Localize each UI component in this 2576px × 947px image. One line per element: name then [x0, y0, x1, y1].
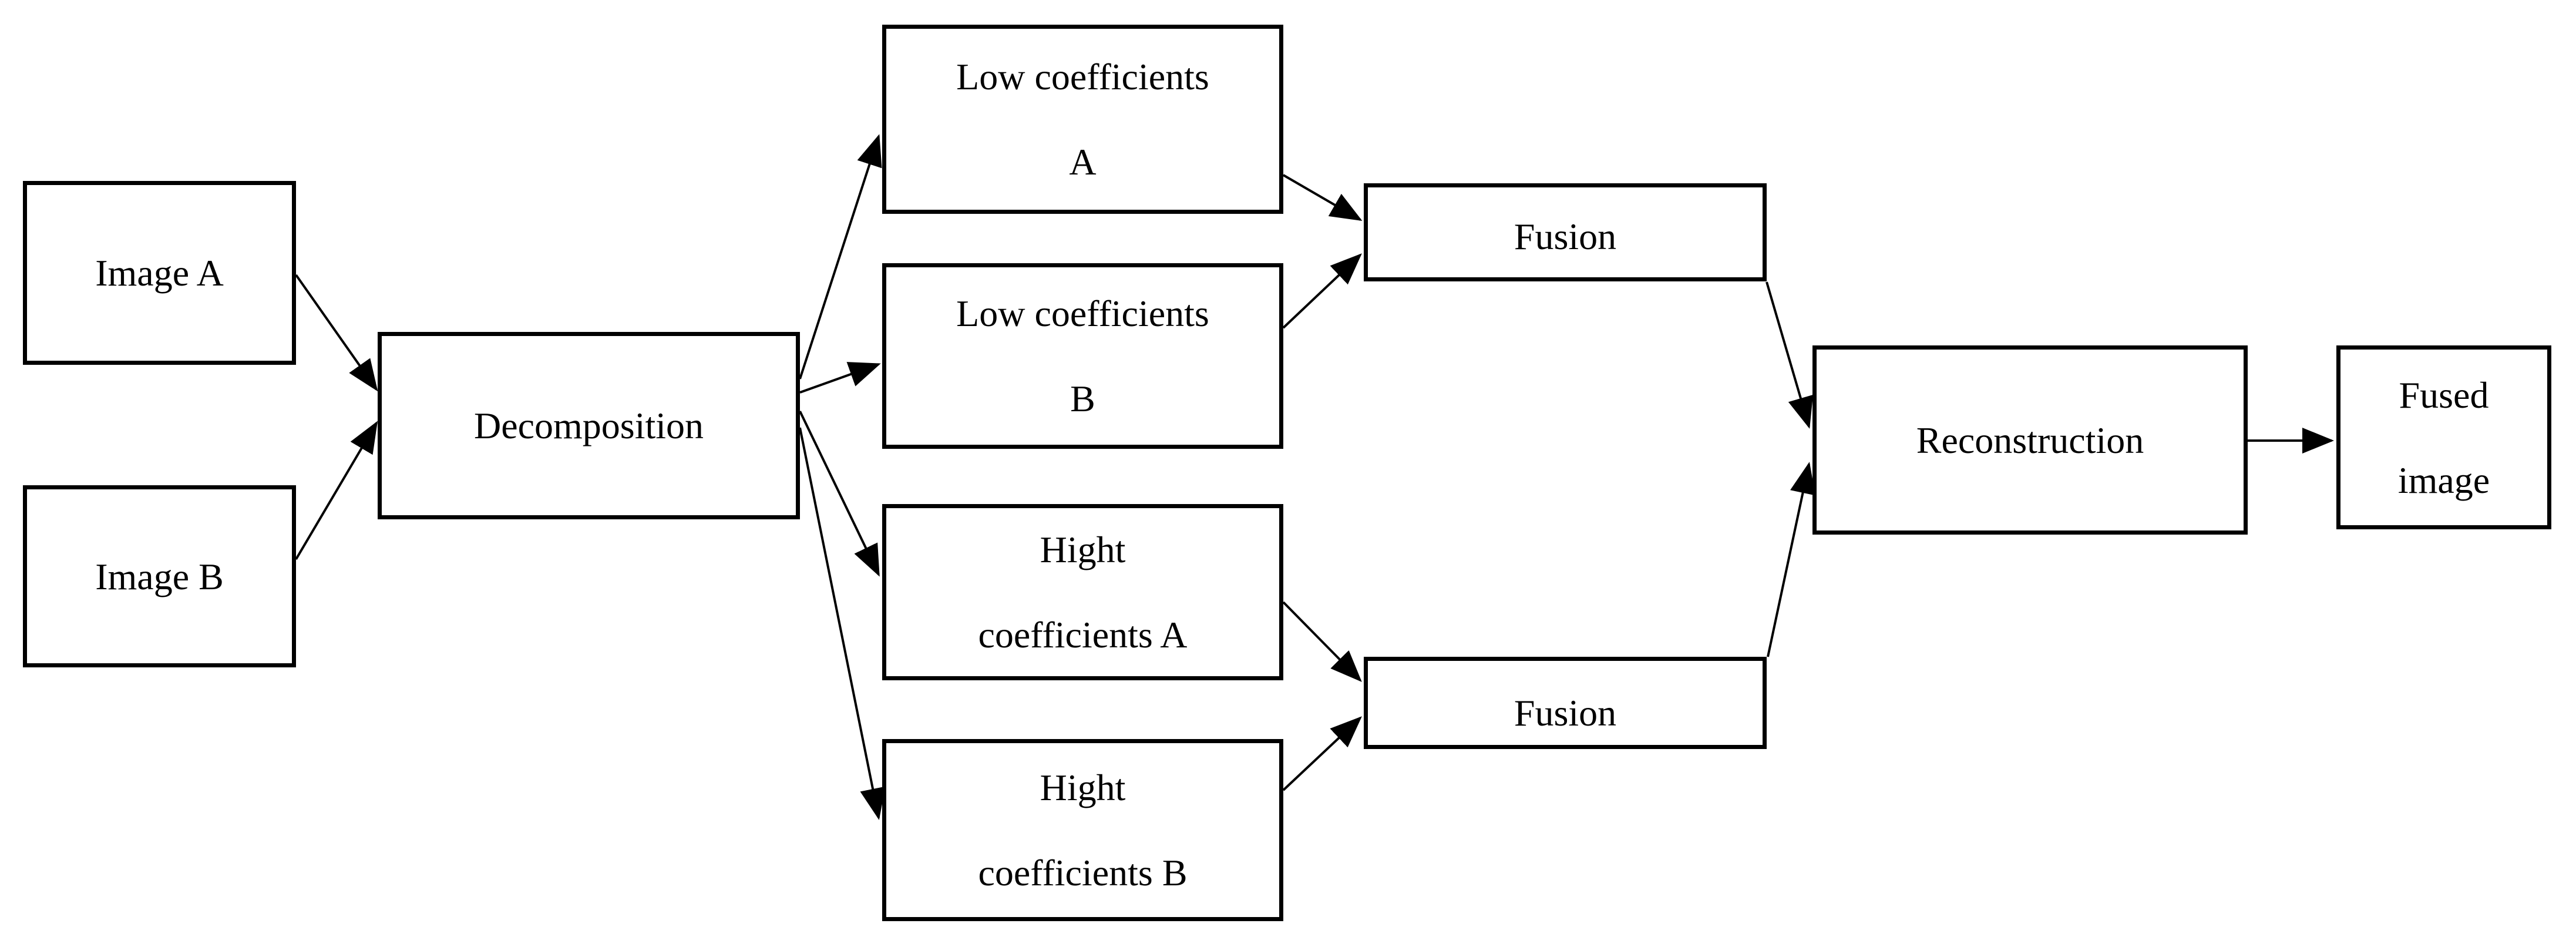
edge-hight-a-fusion-bottom: [1282, 601, 1362, 682]
node-hight-coefficients-b-line2: coefficients B: [978, 852, 1188, 894]
node-image-a-label: Image A: [95, 252, 224, 294]
node-fusion-bottom-label: Fusion: [1514, 692, 1617, 734]
edge-fusion-top-reconstruction: [1765, 281, 1814, 429]
edge-image-a-decomposition: [295, 274, 378, 392]
node-hight-coefficients-b: Hight coefficients B: [882, 739, 1283, 921]
node-fusion-top: Fusion: [1364, 183, 1767, 281]
edge-fusion-bottom-reconstruction: [1767, 462, 1816, 657]
edge-decomposition-hight-b: [799, 427, 886, 820]
node-hight-coefficients-a-line1: Hight: [1040, 529, 1126, 570]
edge-image-b-decomposition: [295, 421, 378, 560]
edge-decomposition-hight-a: [799, 411, 880, 577]
node-fused-image-line2: image: [2397, 459, 2490, 501]
node-fused-image: Fused image: [2336, 345, 2551, 529]
node-image-b-label: Image B: [95, 555, 224, 597]
edge-decomposition-low-a: [799, 134, 882, 380]
node-decomposition: Decomposition: [378, 332, 800, 519]
node-reconstruction-label: Reconstruction: [1916, 419, 2144, 461]
node-fused-image-line1: Fused: [2399, 374, 2489, 416]
edge-low-b-fusion-top: [1282, 253, 1362, 329]
node-hight-coefficients-a-line2: coefficients A: [978, 614, 1188, 656]
node-low-coefficients-b-line1: Low coefficients: [956, 293, 1209, 334]
node-hight-coefficients-b-line1: Hight: [1040, 767, 1126, 808]
node-hight-coefficients-a: Hight coefficients A: [882, 504, 1283, 680]
node-image-b: Image B: [23, 485, 296, 667]
edge-decomposition-low-b: [799, 362, 881, 394]
node-reconstruction: Reconstruction: [1812, 345, 2248, 535]
node-fusion-top-label: Fusion: [1514, 216, 1617, 257]
node-low-coefficients-a-line1: Low coefficients: [956, 56, 1209, 98]
node-low-coefficients-b-line2: B: [1070, 378, 1095, 419]
node-low-coefficients-a: Low coefficients A: [882, 25, 1283, 214]
node-fusion-bottom: Fusion: [1364, 657, 1767, 749]
node-image-a: Image A: [23, 181, 296, 365]
node-decomposition-label: Decomposition: [473, 405, 704, 446]
edge-hight-b-fusion-bottom: [1282, 716, 1362, 791]
node-low-coefficients-a-line2: A: [1069, 141, 1097, 183]
edge-low-a-fusion-top: [1282, 174, 1363, 221]
node-low-coefficients-b: Low coefficients B: [882, 263, 1283, 449]
